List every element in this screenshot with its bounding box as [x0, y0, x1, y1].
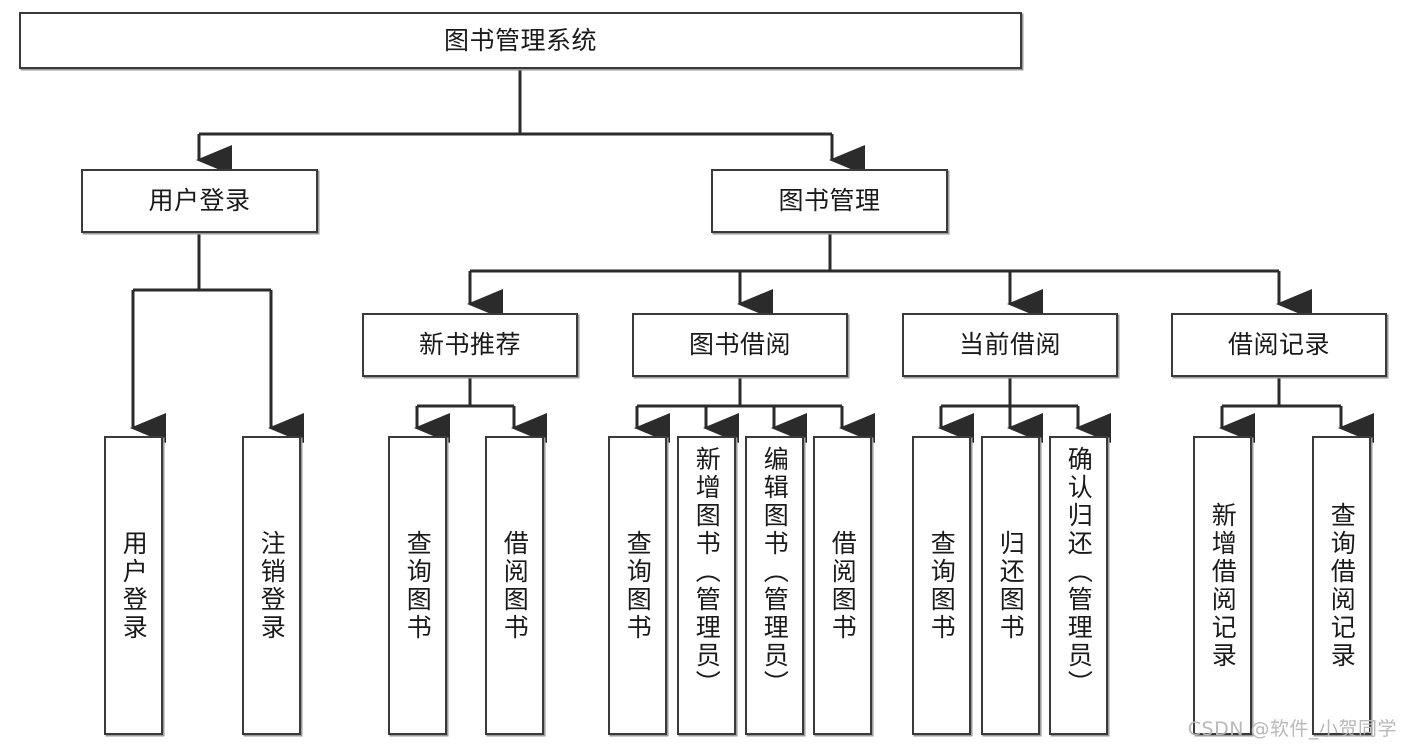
- node-label: 查询借阅记录: [1327, 501, 1357, 670]
- leaf-query-book-current[interactable]: 查询图书: [912, 436, 971, 735]
- node-label: 归还图书: [996, 529, 1026, 642]
- node-label: 用户登录: [119, 529, 149, 642]
- node-label: 查询图书: [927, 529, 957, 642]
- node-label: 用户登录: [148, 186, 251, 216]
- leaf-borrow-book-borrow[interactable]: 借阅图书: [813, 436, 872, 735]
- node-label: 查询图书: [403, 529, 433, 642]
- node-label: 新增图书（管理员）: [692, 446, 722, 698]
- csdn-watermark: CSDN @软件_小贺同学: [1187, 718, 1397, 740]
- leaf-confirm-return-admin[interactable]: 确认归还（管理员）: [1049, 436, 1108, 735]
- node-book-borrow[interactable]: 图书借阅: [632, 313, 848, 377]
- leaf-edit-book-admin[interactable]: 编辑图书（管理员）: [745, 436, 804, 735]
- leaf-add-book-admin[interactable]: 新增图书（管理员）: [677, 436, 736, 735]
- node-new-book-recommend[interactable]: 新书推荐: [362, 313, 578, 377]
- leaf-query-borrow-record[interactable]: 查询借阅记录: [1312, 436, 1371, 735]
- node-label: 查询图书: [623, 529, 653, 642]
- node-label: 新书推荐: [418, 330, 521, 360]
- node-user-login[interactable]: 用户登录: [81, 169, 318, 233]
- node-label: 注销登录: [257, 529, 287, 642]
- leaf-query-book-borrow[interactable]: 查询图书: [608, 436, 667, 735]
- node-borrow-record[interactable]: 借阅记录: [1171, 313, 1387, 377]
- node-book-management[interactable]: 图书管理: [711, 169, 948, 233]
- node-label: 图书管理系统: [443, 25, 597, 55]
- node-label: 借阅记录: [1227, 330, 1330, 360]
- node-label: 图书管理: [778, 186, 881, 216]
- node-label: 图书借阅: [688, 330, 791, 360]
- leaf-user-login[interactable]: 用户登录: [104, 436, 163, 735]
- leaf-query-book-recommend[interactable]: 查询图书: [388, 436, 447, 735]
- leaf-user-logout[interactable]: 注销登录: [242, 436, 301, 735]
- node-label: 当前借阅: [958, 330, 1061, 360]
- node-label: 编辑图书（管理员）: [760, 446, 790, 698]
- leaf-borrow-book-recommend[interactable]: 借阅图书: [485, 436, 544, 735]
- node-label: 借阅图书: [828, 529, 858, 642]
- node-root-book-management-system[interactable]: 图书管理系统: [19, 12, 1022, 69]
- node-label: 新增借阅记录: [1208, 501, 1238, 670]
- node-current-borrow[interactable]: 当前借阅: [902, 313, 1118, 377]
- node-label: 确认归还（管理员）: [1064, 446, 1094, 698]
- leaf-add-borrow-record[interactable]: 新增借阅记录: [1193, 436, 1252, 735]
- node-label: 借阅图书: [500, 529, 530, 642]
- leaf-return-book[interactable]: 归还图书: [981, 436, 1040, 735]
